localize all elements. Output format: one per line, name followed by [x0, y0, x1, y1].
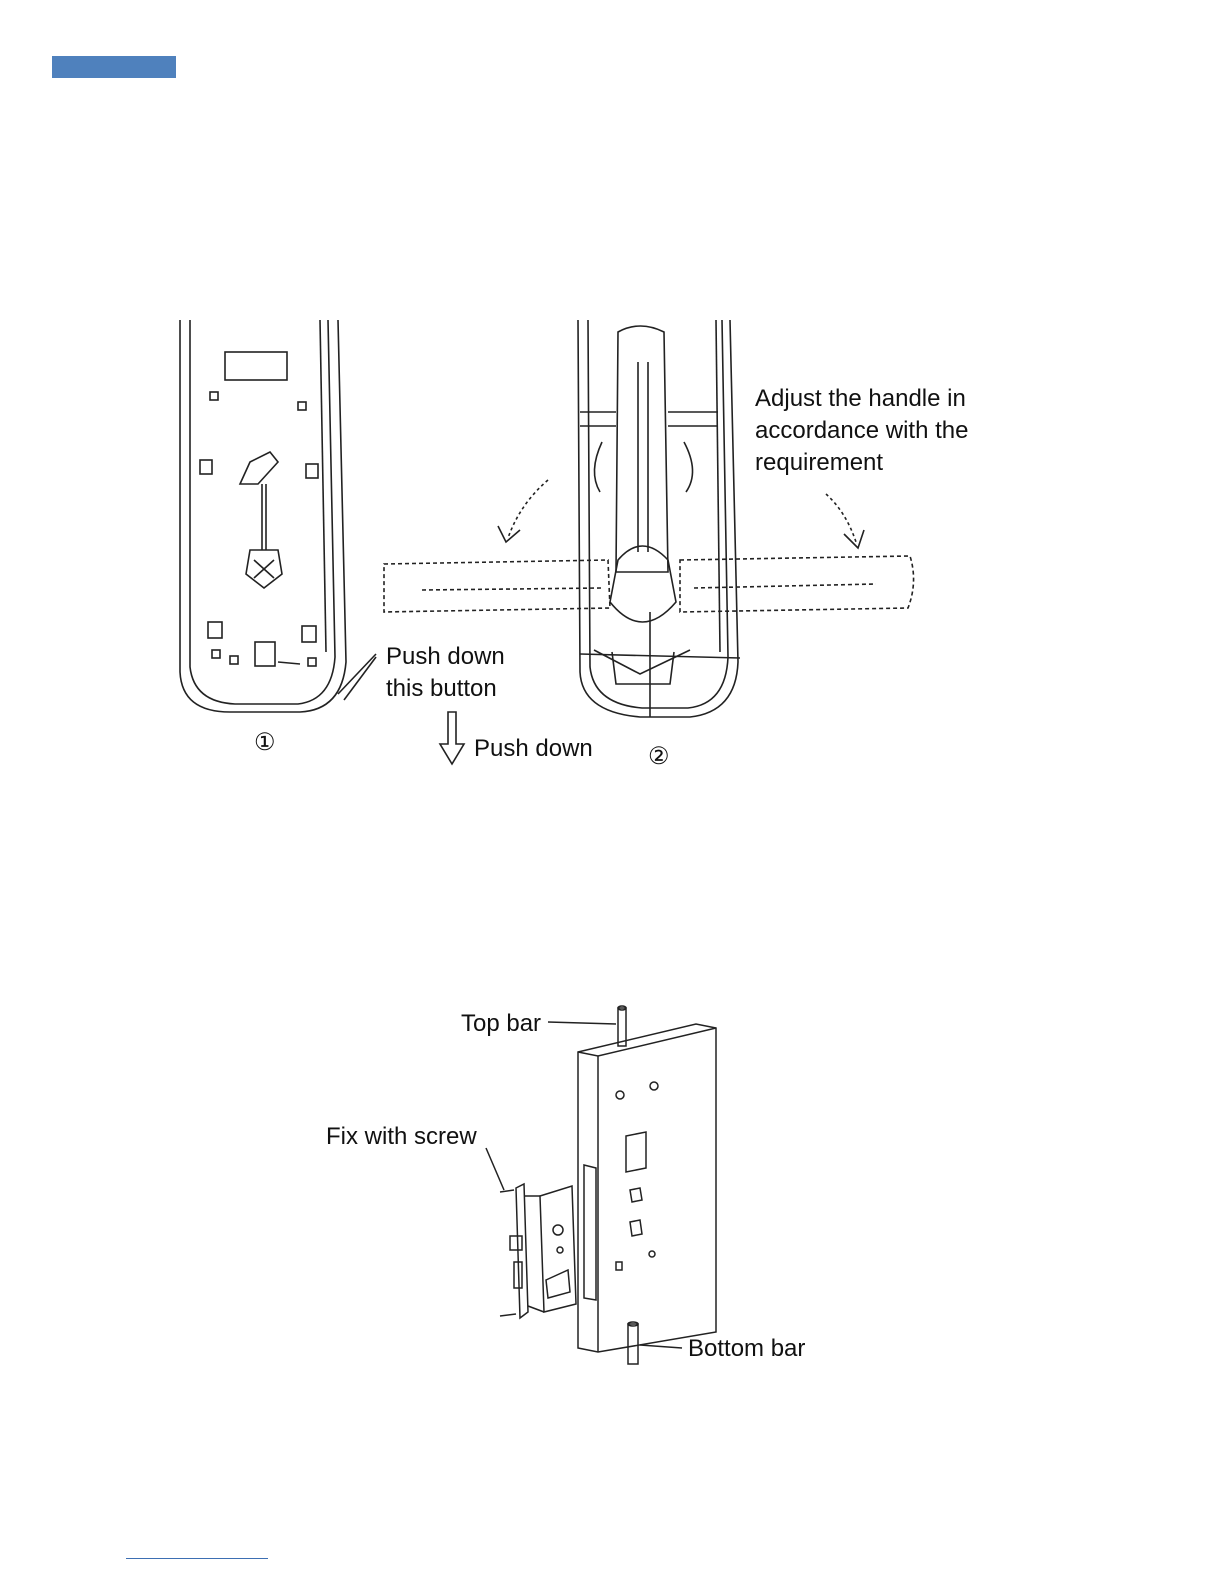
push-button-label-line2: this button [386, 675, 497, 702]
bottom-bar-label: Bottom bar [688, 1335, 805, 1362]
step-marker-1: ① [254, 729, 276, 756]
bottom-bar [628, 1324, 638, 1364]
screw-top [500, 1190, 514, 1192]
door-edge-slot [584, 1165, 596, 1300]
handle-left-position [384, 560, 610, 612]
spindle-icon [240, 452, 278, 484]
mortise-faceplate [516, 1184, 528, 1318]
adjust-label-line3: requirement [755, 449, 883, 476]
handle-adjustment-diagram: ① ② Push down this button Push down Adju… [170, 312, 1020, 772]
release-button [255, 642, 275, 666]
handle-hub [610, 546, 676, 622]
screw-bottom [500, 1314, 516, 1316]
adjust-label-line1: Adjust the handle in [755, 385, 966, 412]
adjust-label-line2: accordance with the [755, 417, 968, 444]
step-marker-2: ② [648, 743, 670, 770]
panel-slot [225, 352, 287, 380]
handle-adjustment-figure: ① ② Push down this button Push down Adju… [170, 312, 1020, 772]
mortise-installation-figure: Top bar Fix with screw Bottom bar [320, 1000, 840, 1375]
footer-link-underline [126, 1558, 268, 1559]
rotate-left-arrow-icon [508, 480, 548, 538]
door-square-hole [626, 1132, 646, 1172]
push-button-label-line1: Push down [386, 643, 505, 670]
push-down-arrow-icon [440, 712, 464, 764]
mortise-body [540, 1186, 576, 1312]
push-down-label: Push down [474, 735, 593, 762]
handle-right-position [680, 556, 914, 612]
top-bar-label: Top bar [461, 1010, 541, 1037]
handle-vertical [616, 326, 668, 572]
mortise-installation-diagram: Top bar Fix with screw Bottom bar [320, 1000, 840, 1375]
header-accent-bar [52, 56, 176, 78]
fix-screw-label: Fix with screw [326, 1123, 477, 1150]
rotate-right-arrow-icon [826, 494, 856, 542]
